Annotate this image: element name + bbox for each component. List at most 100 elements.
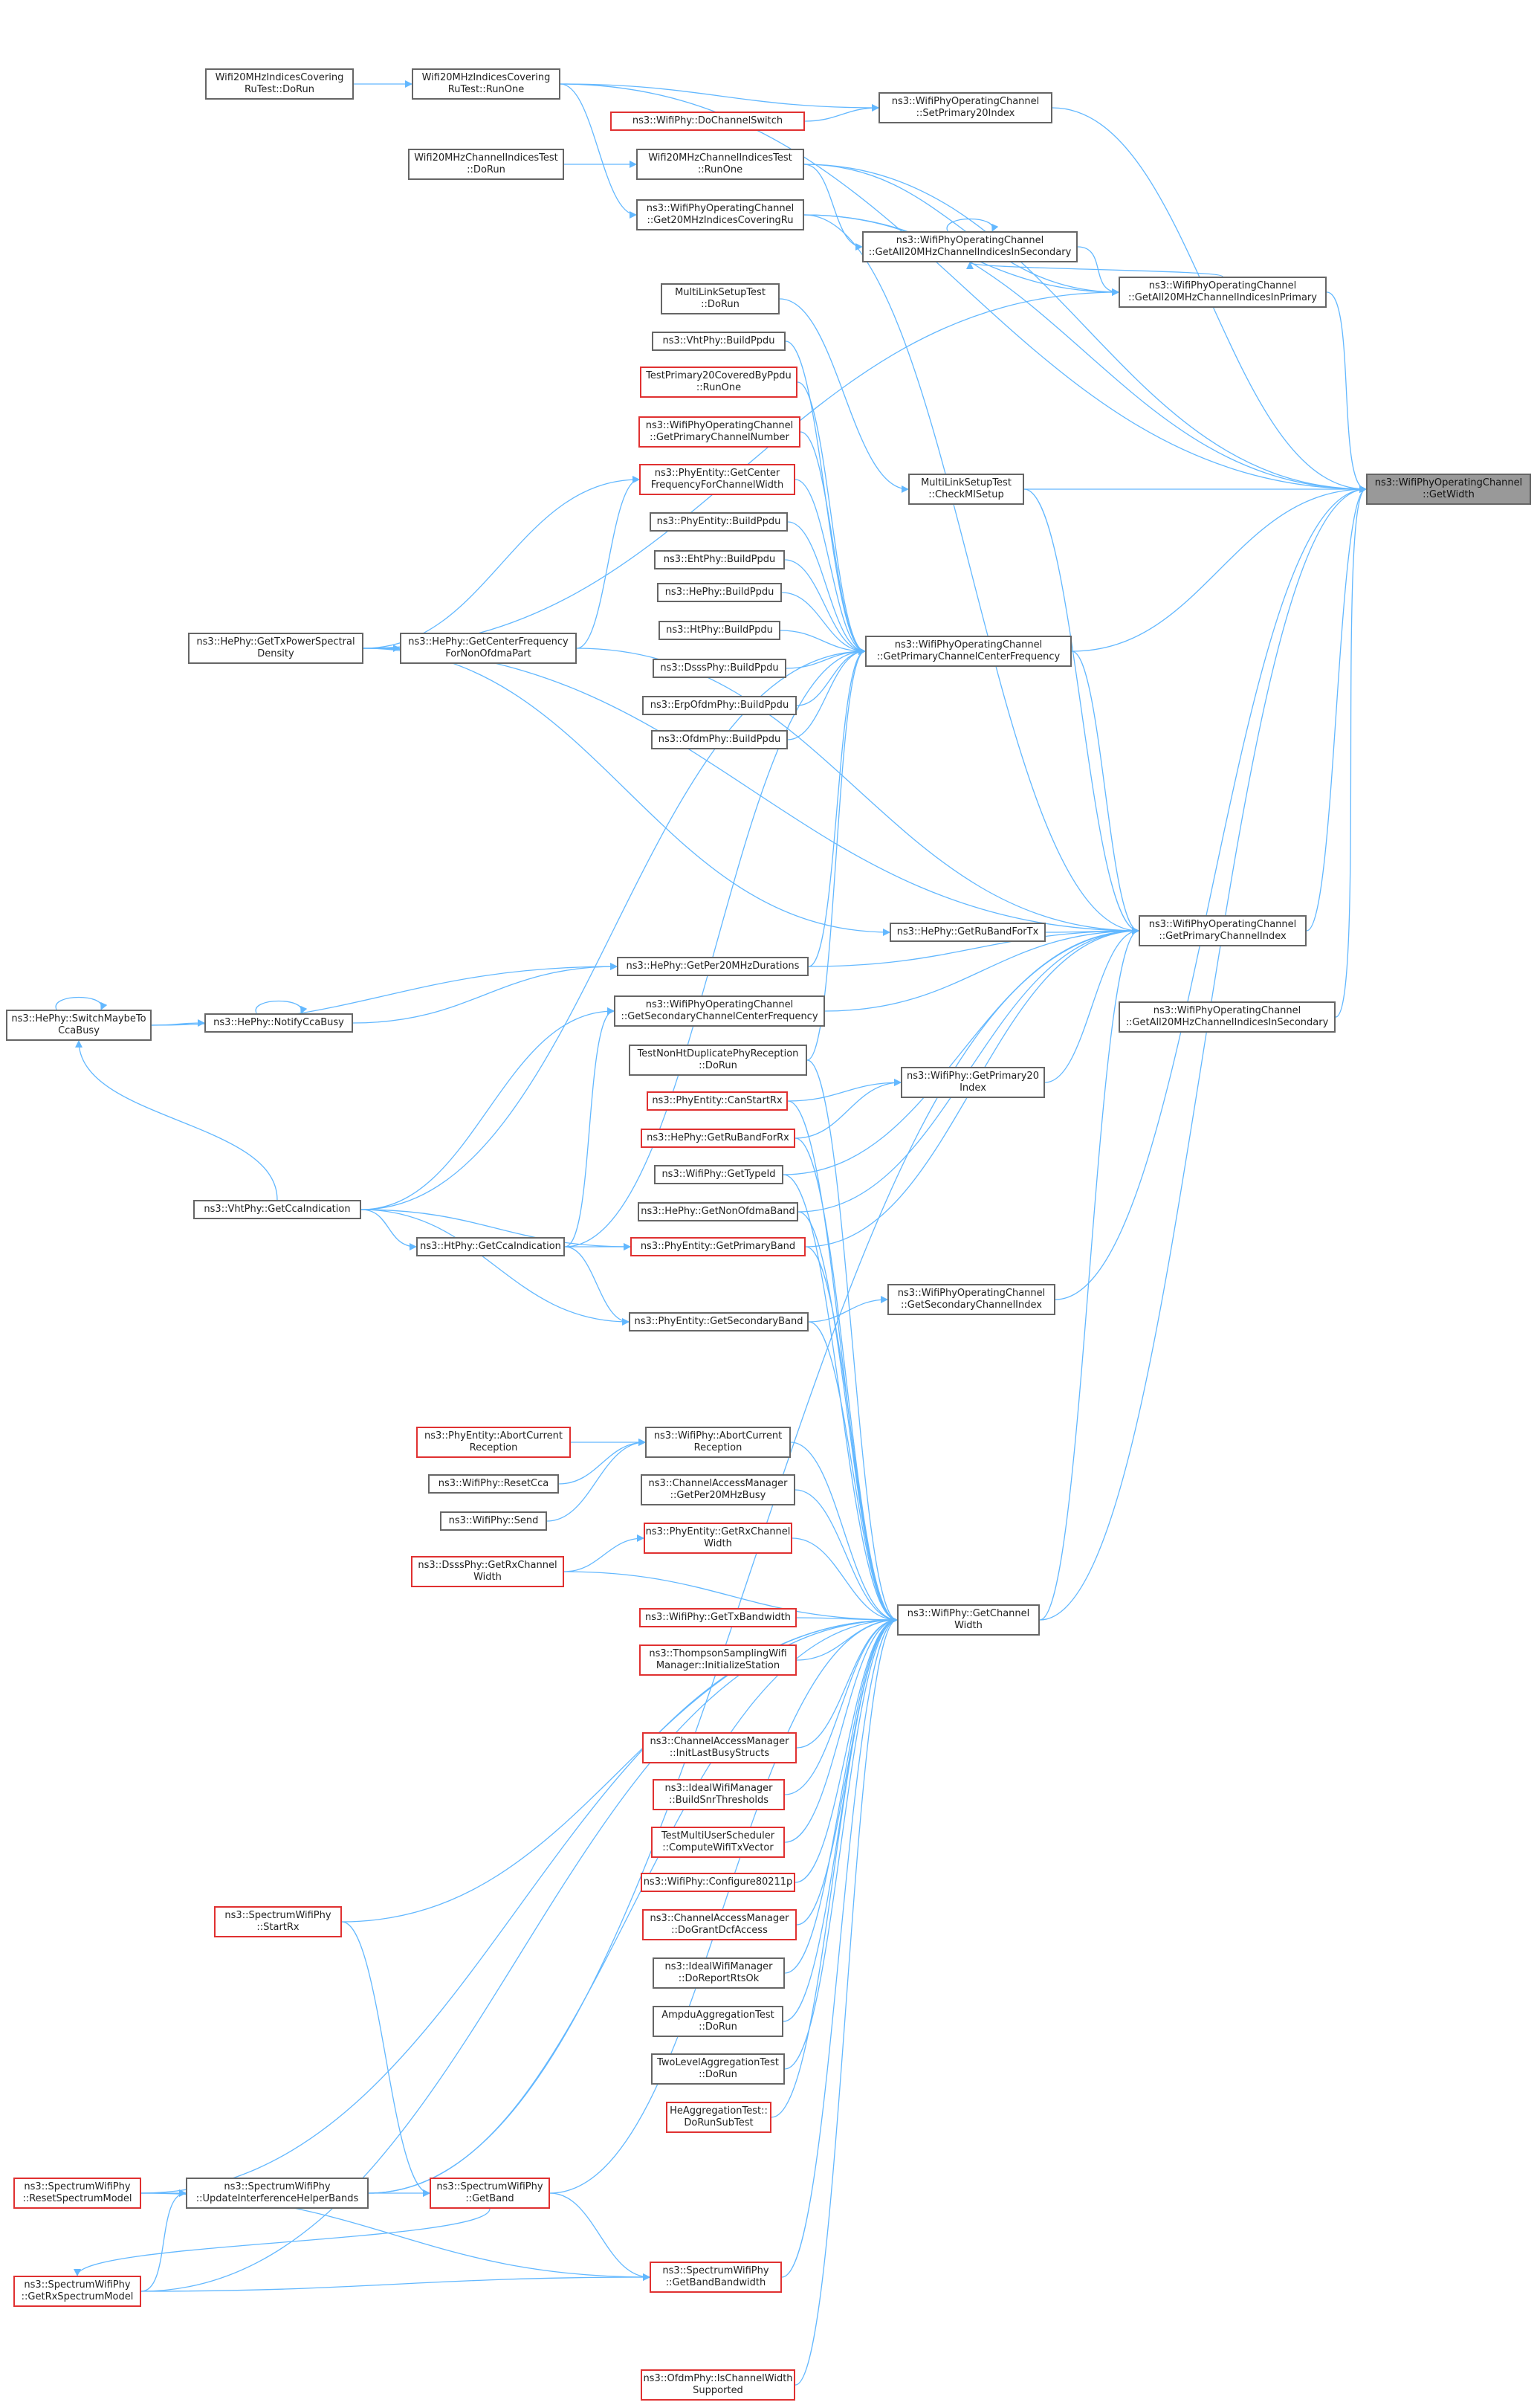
node-sw-getrxspm[interactable]: ns3::SpectrumWifiPhy::GetRxSpectrumModel — [13, 2276, 141, 2307]
node-sw-getband[interactable]: ns3::SpectrumWifiPhy::GetBand — [430, 2178, 550, 2209]
node-getall20prim[interactable]: ns3::WifiPhyOperatingChannel::GetAll20MH… — [1119, 277, 1327, 308]
node-erp-buildppdu[interactable]: ns3::ErpOfdmPhy::BuildPpdu — [642, 696, 797, 715]
node-tlat-dorun[interactable]: TwoLevelAggregationTest::DoRun — [651, 2053, 785, 2085]
node-label: TestNonHtDuplicatePhyReception — [637, 1048, 799, 1059]
node-label: ns3::DsssPhy::GetRxChannel — [418, 1560, 557, 1571]
node-ht-buildppdu[interactable]: ns3::HtPhy::BuildPpdu — [659, 621, 780, 640]
node-tnhtdup-dorun[interactable]: TestNonHtDuplicatePhyReception::DoRun — [629, 1045, 807, 1076]
node-getsecidx[interactable]: ns3::WifiPhyOperatingChannel::GetSeconda… — [887, 1284, 1055, 1315]
node-label: Width — [473, 1572, 502, 1583]
node-getseccenter[interactable]: ns3::WifiPhyOperatingChannel::GetSeconda… — [614, 995, 825, 1027]
node-he-notifycca[interactable]: ns3::HePhy::NotifyCcaBusy — [204, 1013, 353, 1033]
node-wp-send[interactable]: ns3::WifiPhy::Send — [440, 1511, 547, 1531]
node-label: ::DoRun — [699, 2069, 737, 2080]
edge-getseccenter-to-getprimidx — [824, 927, 1139, 1012]
node-getall20sec-mid[interactable]: ns3::WifiPhyOperatingChannel::GetAll20MH… — [862, 231, 1078, 262]
edge-wp-configure-to-wp-getchw — [795, 1616, 898, 1883]
node-he-getper20[interactable]: ns3::HePhy::GetPer20MHzDurations — [617, 957, 809, 976]
node-label: ns3::WifiPhyOperatingChannel — [645, 420, 794, 431]
node-getall20sec-right[interactable]: ns3::WifiPhyOperatingChannel::GetAll20MH… — [1119, 1001, 1336, 1033]
edge-getall20sec-mid-to-getall20sec-mid — [946, 218, 999, 232]
node-wp-gettypeid[interactable]: ns3::WifiPhy::GetTypeId — [654, 1165, 783, 1184]
node-mlst-checkml[interactable]: MultiLinkSetupTest::CheckMlSetup — [908, 474, 1024, 505]
node-iwm-doreportrts[interactable]: ns3::IdealWifiManager::DoReportRtsOk — [653, 1957, 785, 1989]
node-pe-canstartrx[interactable]: ns3::PhyEntity::CanStartRx — [647, 1091, 788, 1111]
node-sw-getbandbw[interactable]: ns3::SpectrumWifiPhy::GetBandBandwidth — [650, 2262, 782, 2293]
node-he-getruband-rx[interactable]: ns3::HePhy::GetRuBandForRx — [641, 1129, 795, 1148]
node-wp-resetcca[interactable]: ns3::WifiPhy::ResetCca — [428, 1474, 559, 1494]
edge-ht-buildppdu-to-getprimcenter — [780, 630, 866, 655]
edge-wp-getchw-to-getprimidx — [1039, 927, 1139, 1621]
node-getprimchnum[interactable]: ns3::WifiPhyOperatingChannel::GetPrimary… — [638, 416, 800, 448]
node-sw-startrx[interactable]: ns3::SpectrumWifiPhy::StartRx — [214, 1906, 342, 1937]
edge-get20covru-to-root — [803, 214, 1367, 493]
node-w20ch-runone[interactable]: Wifi20MHzChannelIndicesTest::RunOne — [636, 149, 804, 180]
edge-pe-getrxchw-to-wp-getchw — [792, 1537, 898, 1624]
node-sw-updinterf[interactable]: ns3::SpectrumWifiPhy::UpdateInterference… — [186, 2178, 369, 2209]
edge-w20cov-runone-to-get20covru — [560, 83, 637, 219]
node-sw-resetspm[interactable]: ns3::SpectrumWifiPhy::ResetSpectrumModel — [13, 2178, 141, 2209]
node-pe-getsecband[interactable]: ns3::PhyEntity::GetSecondaryBand — [629, 1312, 809, 1331]
node-label: FrequencyForChannelWidth — [650, 480, 784, 491]
edge-pe-canstartrx-to-wp-getchw — [787, 1100, 898, 1624]
node-cam-dogrant[interactable]: ns3::ChannelAccessManager::DoGrantDcfAcc… — [642, 1909, 797, 1940]
node-cam-initlastbusy[interactable]: ns3::ChannelAccessManager::InitLastBusyS… — [642, 1732, 797, 1763]
node-label: ns3::IdealWifiManager — [664, 1961, 773, 1972]
edge-w20ch-runone-to-getall20sec-mid — [803, 164, 863, 251]
edge-he-gettxpsd-to-getprimidx — [363, 648, 1139, 935]
node-pe-buildppdu[interactable]: ns3::PhyEntity::BuildPpdu — [650, 512, 788, 532]
node-he-buildppdu[interactable]: ns3::HePhy::BuildPpdu — [657, 583, 782, 602]
node-vht-getcca[interactable]: ns3::VhtPhy::GetCcaIndication — [193, 1200, 361, 1219]
edge-he-getcenternonofdma-to-getprimidx — [576, 648, 1139, 935]
edge-sw-getband-to-sw-getbandbw — [549, 2192, 650, 2281]
node-getprimcenter[interactable]: ns3::WifiPhyOperatingChannel::GetPrimary… — [865, 636, 1072, 667]
node-he-getnonofdmaband[interactable]: ns3::HePhy::GetNonOfdmaBand — [638, 1202, 798, 1221]
edge-sw-startrx-to-wp-getchw — [341, 1616, 898, 1923]
node-label: ::Get20MHzIndicesCoveringRu — [647, 215, 794, 226]
node-cam-getper20busy[interactable]: ns3::ChannelAccessManager::GetPer20MHzBu… — [641, 1474, 795, 1505]
node-root[interactable]: ns3::WifiPhyOperatingChannel::GetWidth — [1366, 474, 1531, 505]
node-mlst-dorun[interactable]: MultiLinkSetupTest::DoRun — [661, 283, 780, 314]
node-label: ::SetPrimary20Index — [916, 108, 1015, 119]
node-w20ch-dorun[interactable]: Wifi20MHzChannelIndicesTest::DoRun — [408, 149, 564, 180]
node-label: Reception — [693, 1442, 742, 1453]
node-aat-dorun[interactable]: AmpduAggregationTest::DoRun — [653, 2006, 783, 2037]
node-eht-buildppdu[interactable]: ns3::EhtPhy::BuildPpdu — [654, 550, 785, 569]
node-wp-gettxbw[interactable]: ns3::WifiPhy::GetTxBandwidth — [639, 1608, 797, 1627]
node-dochannelswitch[interactable]: ns3::WifiPhy::DoChannelSwitch — [610, 112, 805, 131]
node-dsss-buildppdu[interactable]: ns3::DsssPhy::BuildPpdu — [653, 659, 786, 678]
node-ofdm-buildppdu[interactable]: ns3::OfdmPhy::BuildPpdu — [651, 730, 788, 749]
node-he-getruband-tx[interactable]: ns3::HePhy::GetRuBandForTx — [890, 923, 1046, 942]
node-tmus-compute[interactable]: TestMultiUserScheduler::ComputeWifiTxVec… — [651, 1827, 785, 1858]
node-get20covru[interactable]: ns3::WifiPhyOperatingChannel::Get20MHzIn… — [636, 199, 804, 230]
edge-w20cov-runone-to-setprimary20 — [560, 83, 879, 112]
edge-wp-send-to-wp-abortrx — [546, 1439, 646, 1522]
edge-wp-abortrx-to-wp-getchw — [790, 1442, 898, 1624]
node-vht-buildppdu[interactable]: ns3::VhtPhy::BuildPpdu — [652, 332, 786, 351]
node-setprimary20[interactable]: ns3::WifiPhyOperatingChannel::SetPrimary… — [878, 92, 1052, 123]
node-tp20-runone[interactable]: TestPrimary20CoveredByPpdu::RunOne — [640, 367, 797, 398]
node-wp-configure[interactable]: ns3::WifiPhy::Configure80211p — [641, 1873, 795, 1892]
node-label: ns3::HePhy::NotifyCcaBusy — [213, 1017, 344, 1028]
node-ht-getcca[interactable]: ns3::HtPhy::GetCcaIndication — [416, 1237, 565, 1256]
node-getprimidx[interactable]: ns3::WifiPhyOperatingChannel::GetPrimary… — [1139, 915, 1307, 946]
edge-ht-getcca-to-getprimcenter — [564, 648, 866, 1247]
node-iwm-buildsnr[interactable]: ns3::IdealWifiManager::BuildSnrThreshold… — [653, 1779, 785, 1810]
node-pe-getprimband[interactable]: ns3::PhyEntity::GetPrimaryBand — [630, 1237, 806, 1256]
node-heat-dorunsub[interactable]: HeAggregationTest::DoRunSubTest — [666, 2102, 771, 2133]
